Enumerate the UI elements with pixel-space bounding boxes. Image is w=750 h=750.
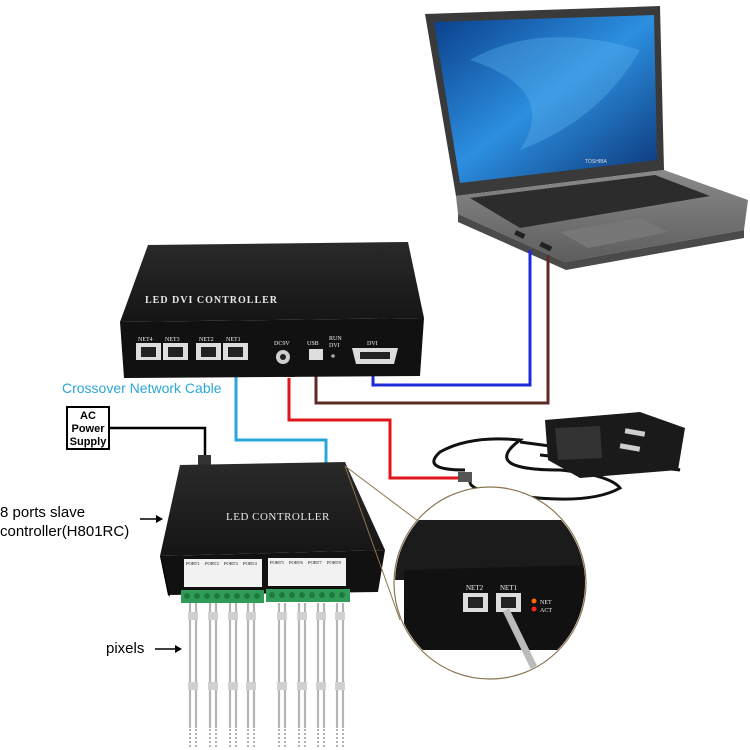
- dvi-net-ports: [136, 343, 248, 360]
- slave-port-label-5: PORT5: [270, 560, 284, 565]
- pixel-wires: [188, 603, 345, 748]
- pixel-node: [246, 682, 256, 690]
- terminal-screw: [204, 593, 210, 599]
- slave-port-label-6: PORT6: [289, 560, 303, 565]
- ac-power-supply-label: AC Power Supply: [69, 410, 107, 448]
- terminal-screw: [279, 592, 285, 598]
- zoom-port-label-net2: NET2: [466, 584, 484, 592]
- terminal-screw: [224, 593, 230, 599]
- power-cable: [287, 378, 465, 480]
- slave-controller: [160, 462, 385, 603]
- pixel-node: [228, 682, 238, 690]
- zoom-indicator-label-act: ACT: [540, 608, 552, 614]
- terminal-screw: [309, 592, 315, 598]
- terminal-screw: [244, 593, 250, 599]
- laptop-keyboard: [470, 175, 710, 228]
- slave-port-label-2: PORT2: [205, 561, 219, 566]
- slave-port-label-8: PORT8: [327, 560, 341, 565]
- pixel-node: [316, 682, 326, 690]
- dvi-port-label-net1: NET1: [226, 337, 241, 343]
- dvi-port-label-net3: NET3: [165, 337, 180, 343]
- net-indicator: [531, 598, 537, 604]
- ac-power-supply-box: AC Power Supply: [66, 406, 110, 450]
- dvi-port-label-usb: USB: [307, 341, 319, 347]
- slave-port-label-7: PORT7: [308, 560, 322, 565]
- zoom-indicator-label-net: NET: [540, 600, 552, 606]
- terminal-screw: [289, 592, 295, 598]
- pixel-node: [335, 682, 345, 690]
- laptop-screen: [434, 15, 657, 183]
- terminal-block-right: [266, 589, 350, 602]
- pixel-node: [246, 612, 256, 620]
- dvi-port-label-net4: NET4: [138, 337, 153, 343]
- terminal-screw: [319, 592, 325, 598]
- pixel-node: [188, 682, 198, 690]
- dvi-port-label-dvi: DVI: [367, 341, 378, 347]
- pixel-node: [297, 612, 307, 620]
- pixel-node: [228, 612, 238, 620]
- terminal-screw: [299, 592, 305, 598]
- pixel-node: [277, 682, 287, 690]
- pixel-node: [297, 682, 307, 690]
- pixel-node: [188, 612, 198, 620]
- terminal-screw: [184, 593, 190, 599]
- pixel-node: [335, 612, 345, 620]
- dvi-port-label-net2: NET2: [199, 337, 214, 343]
- laptop: TOSHIBA: [425, 6, 748, 270]
- dvi-controller-title: LED DVI CONTROLLER: [145, 295, 279, 306]
- slave-controller-title: LED CONTROLLER: [226, 511, 330, 523]
- pixel-node: [277, 612, 287, 620]
- slave-controller-label: 8 ports slave controller(H801RC): [0, 503, 160, 541]
- slave-controller-label-line1: 8 ports slave: [0, 504, 86, 521]
- crossover-network-cable: [234, 358, 328, 470]
- act-indicator: [531, 606, 537, 612]
- usb-port: [309, 349, 323, 360]
- slave-port-label-1: PORT1: [186, 561, 200, 566]
- dvi-port-label-dc9v: DC9V: [274, 341, 290, 347]
- pixel-node: [208, 612, 218, 620]
- zoom-line-bottom: [344, 465, 401, 621]
- laptop-brand: TOSHIBA: [585, 159, 608, 165]
- crossover-cable-label: Crossover Network Cable: [62, 380, 222, 396]
- pixels-label: pixels: [106, 640, 145, 657]
- slave-port-label-4: PORT4: [243, 561, 257, 566]
- terminal-screw: [234, 593, 240, 599]
- terminal-screw: [194, 593, 200, 599]
- pixel-node: [208, 682, 218, 690]
- dvi-port-label-run: RUN: [329, 336, 342, 342]
- terminal-block-left: [181, 590, 264, 603]
- dvi-port-label-run-dvi: DVI: [329, 343, 340, 349]
- run-led: [331, 354, 335, 358]
- led-dvi-controller: [120, 242, 424, 378]
- pixel-node: [316, 612, 326, 620]
- zoom-port-label-net1: NET1: [500, 584, 518, 592]
- terminal-screw: [339, 592, 345, 598]
- terminal-screw: [214, 593, 220, 599]
- ac-power-cable: [110, 426, 207, 464]
- zoom-inset: [393, 486, 587, 680]
- usb-cable: [314, 255, 550, 405]
- zoom-line-top: [344, 465, 431, 531]
- power-adapter: [432, 412, 685, 501]
- terminal-screw: [254, 593, 260, 599]
- slave-port-label-3: PORT3: [224, 561, 238, 566]
- terminal-screw: [269, 592, 275, 598]
- terminal-screw: [329, 592, 335, 598]
- slave-controller-label-line2: controller(H801RC): [0, 523, 130, 540]
